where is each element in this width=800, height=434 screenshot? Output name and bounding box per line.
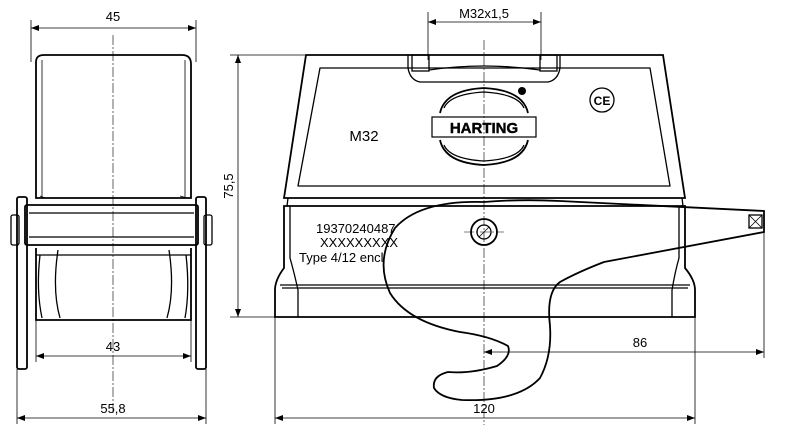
lever-end-pin [748, 214, 763, 229]
side-lever-right [195, 196, 207, 370]
side-lever-left [16, 196, 28, 370]
locking-lever [382, 199, 765, 402]
front-view: M32x1,5 75,5 HARTING CE M32 [221, 6, 765, 425]
side-view: 45 43 55,8 [10, 9, 213, 424]
side-pivot-bar [24, 204, 199, 246]
dim-side-inner-width: 43 [106, 339, 120, 354]
dim-side-top-width: 45 [106, 9, 120, 24]
dim-side-overall-width: 55,8 [100, 401, 125, 416]
enclosure-text: Type 4/12 encl [299, 250, 384, 265]
size-label: M32 [349, 128, 378, 145]
part-number: 19370240487 [316, 221, 396, 236]
ce-mark: CE [594, 94, 611, 108]
dim-lever-reach: 86 [633, 335, 647, 350]
dim-front-width: 120 [473, 401, 495, 416]
dim-thread: M32x1,5 [459, 6, 509, 21]
dim-height: 75,5 [221, 173, 236, 198]
side-base-outline [35, 248, 192, 321]
placeholder-code: XXXXXXXXX [320, 235, 398, 250]
side-cover-outline [35, 54, 192, 199]
